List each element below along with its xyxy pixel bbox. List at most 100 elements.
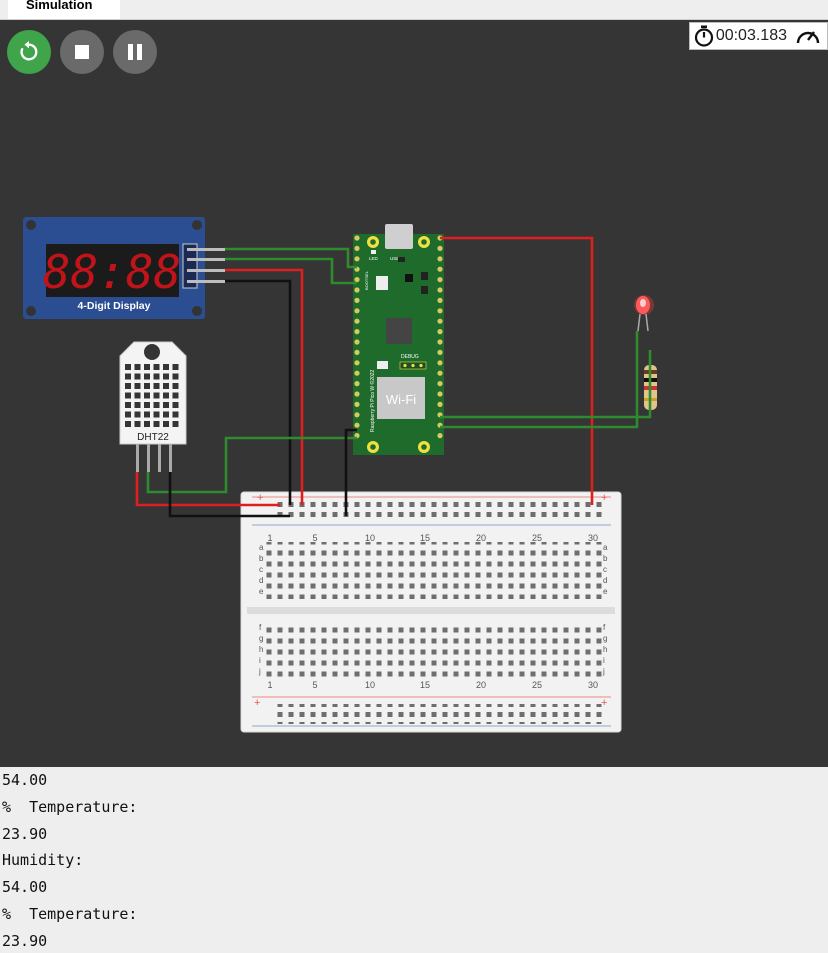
plus-sign: + [601,492,607,504]
red-led[interactable] [634,295,654,332]
row-letter: d [603,576,607,585]
sensor-vent [163,421,169,427]
sensor-vent [134,392,141,399]
row-letter: f [603,623,606,632]
sensor-vent [163,392,169,399]
sensor-vent [144,411,150,418]
sensor-vent [163,364,169,370]
serial-line: Humidity: [2,851,84,870]
led-label: LED [369,256,379,261]
pico-pin [437,401,443,407]
sensor-vent [125,364,131,370]
sensor-vent [153,364,160,370]
column-number: 10 [365,533,375,543]
row-letter: j [258,667,261,676]
sensor-vent [134,402,141,408]
sensor-vent [134,421,141,427]
restart-button[interactable] [7,30,51,74]
timer-value: 00:03.183 [715,27,787,44]
sensor-vent [153,411,160,418]
display-digits: 88:88 [43,245,181,299]
pico-pin [437,245,443,251]
row-letter: h [259,645,263,654]
stop-button[interactable] [60,30,104,74]
plus-sign: + [254,697,260,709]
sensor-vent [172,421,179,427]
pico-pin [437,360,443,366]
row-letter: i [603,656,605,665]
pause-icon [128,44,142,60]
sensor-vent [163,373,169,380]
sensor-vent [153,373,160,380]
pico-pin [437,433,443,439]
pico-pin [354,297,360,303]
sensor-vent [144,392,150,399]
sensor-vent [172,383,179,389]
bootsel-label: BOOTSEL [364,270,369,290]
sensor-vent [125,373,131,380]
tab-simulation[interactable]: Simulation [8,0,120,19]
sensor-vent [163,402,169,408]
column-number: 5 [312,533,317,543]
column-number: 30 [588,680,598,690]
serial-line: 54.00 [2,771,48,789]
column-number: 30 [588,533,598,543]
sensor-vent [134,364,141,370]
serial-line: 23.90 [2,824,48,843]
row-letter: e [603,587,608,596]
row-letter: i [259,656,261,665]
row-letter: g [603,634,607,643]
pico-pin [437,370,443,376]
serial-line: % Temperature: [2,797,138,816]
stop-icon [75,45,89,59]
sensor-vent [163,383,169,389]
sensor-vent [172,392,179,399]
sensor-vent [125,392,131,399]
speedometer-icon[interactable] [795,25,821,47]
sensor-vent [125,411,131,418]
pico-pin [437,287,443,293]
pico-pin [354,245,360,251]
row-letter: h [603,645,607,654]
plus-sign: + [257,492,263,504]
pause-button[interactable] [113,30,157,74]
column-number: 25 [532,680,542,690]
stopwatch-icon [694,25,713,47]
pico-pin [354,381,360,387]
row-letter: g [259,634,263,643]
sensor-vent [153,383,160,389]
pico-pin [354,422,360,428]
sensor-vent [125,421,131,427]
serial-monitor[interactable]: 54.00 % Temperature: 23.90 Humidity: 54.… [0,767,828,953]
serial-line: 23.90 [2,931,48,950]
pico-pin [354,308,360,314]
pico-pin [437,381,443,387]
pico-pin [354,277,360,283]
sensor-vent [153,402,160,408]
dht22-sensor[interactable]: DHT22 [119,341,187,472]
pico-pin [354,391,360,397]
sensor-label: DHT22 [137,432,169,443]
column-number: 15 [420,680,430,690]
pico-pin [354,256,360,262]
row-letter: a [259,543,264,552]
serial-line: 54.00 [2,878,48,897]
pico-pin [354,401,360,407]
sensor-vent [144,421,150,427]
column-number: 1 [267,680,272,690]
column-number: 1 [267,533,272,543]
row-letter: b [603,554,608,563]
simulation-canvas[interactable]: 00:03.183 + + [0,20,828,767]
sensor-vent [163,411,169,418]
pico-pin [437,256,443,262]
pico-pin [354,349,360,355]
pico-model-label: Raspberry Pi Pico W ©2022 [369,369,376,432]
four-digit-display[interactable]: 88:88 4-Digit Display [23,217,225,319]
raspberry-pi-pico[interactable]: LED USB BOOTSEL DEBUG Wi-Fi Raspberry Pi… [353,224,444,455]
sensor-vent [144,364,150,370]
column-number: 10 [365,680,375,690]
sensor-vent [125,402,131,408]
sensor-vent [144,402,150,408]
row-letter: b [259,554,264,563]
